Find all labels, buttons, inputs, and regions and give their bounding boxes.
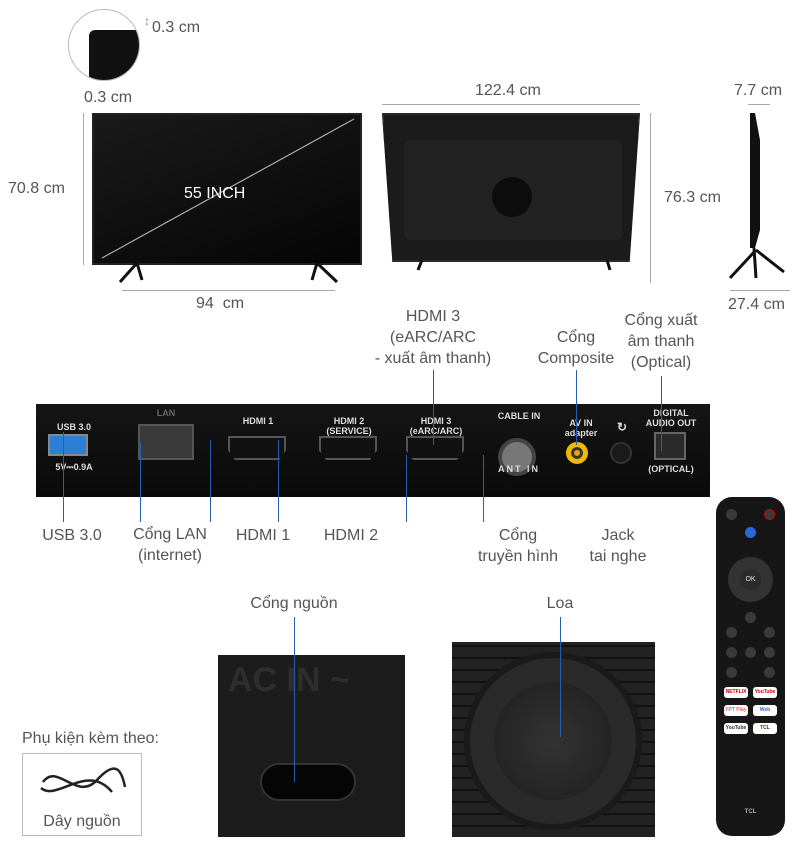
- callout-text: truyền hình: [477, 548, 559, 565]
- headphone-icon: ↻: [616, 420, 628, 434]
- callout-text: tai nghe: [589, 548, 647, 565]
- panel-text: AC IN ~: [228, 661, 350, 699]
- callout-text: HDMI 3: [405, 308, 461, 325]
- hdmi1-port: [228, 436, 286, 460]
- panel-text: HDMI 3: [420, 416, 452, 426]
- hdmi2-port: [319, 436, 377, 460]
- usb-port: [48, 434, 88, 456]
- antenna-port: [498, 438, 536, 476]
- accessories-title: Phụ kiện kèm theo:: [22, 730, 159, 747]
- panel-text: (OPTICAL): [648, 464, 694, 474]
- hdmi3-port: [406, 436, 464, 460]
- callout-tv-port: Cổng truyền hình: [468, 525, 568, 567]
- app-button: YouTube: [724, 723, 748, 734]
- optical-port: [654, 432, 686, 460]
- bezel-corner-zoom: [68, 9, 140, 81]
- callout-hdmi2: HDMI 2: [323, 527, 379, 544]
- callout-text: (Optical): [630, 354, 692, 371]
- remote-image: OK NETFLIX YouTube FPT Play Web YouTube …: [716, 497, 785, 836]
- panel-text: HDMI 3(eARC/ARC): [403, 416, 469, 436]
- power-cord-icon: [40, 767, 127, 793]
- power-port-label: Cổng nguồn: [250, 595, 338, 612]
- callout-text: Jack: [601, 527, 635, 544]
- panel-text: (SERVICE): [326, 426, 372, 436]
- front-height-label: 70.8 cm: [8, 180, 65, 197]
- callout-text: âm thanh: [627, 333, 695, 350]
- app-button: YouTube: [753, 687, 777, 698]
- panel-text: (eARC/ARC): [409, 426, 463, 436]
- callout-text: Cổng: [498, 527, 538, 544]
- app-button: NETFLIX: [724, 687, 748, 698]
- speaker-label: Loa: [546, 595, 574, 612]
- panel-text: CABLE IN: [497, 411, 541, 421]
- app-button: FPT Play: [724, 705, 748, 716]
- panel-text: HDMI 2: [333, 416, 365, 426]
- depth-label: 7.7 cm: [734, 82, 783, 99]
- panel-text: AV IN: [569, 418, 593, 428]
- callout-composite: Cổng Composite: [526, 327, 626, 369]
- panel-text: LAN: [156, 408, 176, 418]
- lan-port: [138, 424, 194, 460]
- callout-lan: Cổng LAN (internet): [120, 524, 220, 566]
- panel-text: HDMI 1: [242, 416, 274, 426]
- power-socket: [260, 763, 356, 801]
- width-label: 122.4 cm: [475, 82, 541, 99]
- speaker-image: [452, 642, 655, 837]
- panel-text: 5V⎓0.9A: [55, 462, 93, 472]
- tv-back-image: [382, 113, 640, 262]
- stand-width-label: 94 cm: [196, 295, 245, 312]
- depth-stand-label: 27.4 cm: [728, 296, 785, 313]
- callout-text: Cổng xuất: [624, 312, 698, 329]
- power-port-image: AC IN ~: [218, 655, 405, 837]
- callout-jack: Jack tai nghe: [568, 525, 668, 567]
- av-port: [566, 442, 588, 464]
- ok-button: OK: [740, 569, 761, 590]
- panel-text: HDMI 2(SERVICE): [316, 416, 382, 436]
- accessory-item: Dây nguồn: [43, 813, 121, 830]
- tv-side-image: [728, 113, 785, 280]
- callout-text: Cổng: [556, 329, 596, 346]
- headphone-jack: [610, 442, 632, 464]
- panel-text: USB 3.0: [56, 422, 91, 432]
- height-label: 76.3 cm: [664, 189, 721, 206]
- callout-usb: USB 3.0: [42, 527, 102, 544]
- callout-text: (internet): [137, 547, 203, 564]
- panel-text: AUDIO OUT: [645, 418, 697, 428]
- tv-front-image: 55 INCH: [92, 113, 362, 265]
- brand-logo: TCL: [744, 809, 757, 815]
- home-button: [745, 612, 756, 623]
- callout-text: Composite: [537, 350, 615, 367]
- callout-text: Cổng LAN: [133, 526, 207, 543]
- screen-size-label: 55 INCH: [184, 185, 246, 202]
- arrow-icon: ↕: [144, 14, 150, 28]
- callout-hdmi3: HDMI 3 (eARC/ARC - xuất âm thanh): [373, 306, 493, 369]
- callout-optical: Cổng xuất âm thanh (Optical): [611, 310, 711, 373]
- panel-text: adapter: [564, 428, 598, 438]
- dpad: OK: [728, 557, 773, 602]
- accessory-box: Dây nguồn: [22, 753, 142, 836]
- voice-button: [745, 527, 756, 538]
- app-button: TCL: [753, 723, 777, 734]
- bezel-side-label: 0.3 cm: [152, 19, 201, 36]
- power-button: [764, 509, 775, 520]
- callout-text: (eARC/ARC: [389, 329, 477, 346]
- panel-text: ANT IN: [498, 464, 540, 474]
- mute-button: [726, 509, 737, 520]
- callout-text: - xuất âm thanh): [374, 350, 492, 367]
- app-button: Web: [753, 705, 777, 716]
- bezel-bottom-label: 0.3 cm: [84, 89, 133, 106]
- panel-text: DIGITAL: [653, 408, 689, 418]
- port-panel-image: USB 3.0 5V⎓0.9A LAN HDMI 1 HDMI 2(SERVIC…: [36, 404, 710, 497]
- callout-hdmi1: HDMI 1: [235, 527, 291, 544]
